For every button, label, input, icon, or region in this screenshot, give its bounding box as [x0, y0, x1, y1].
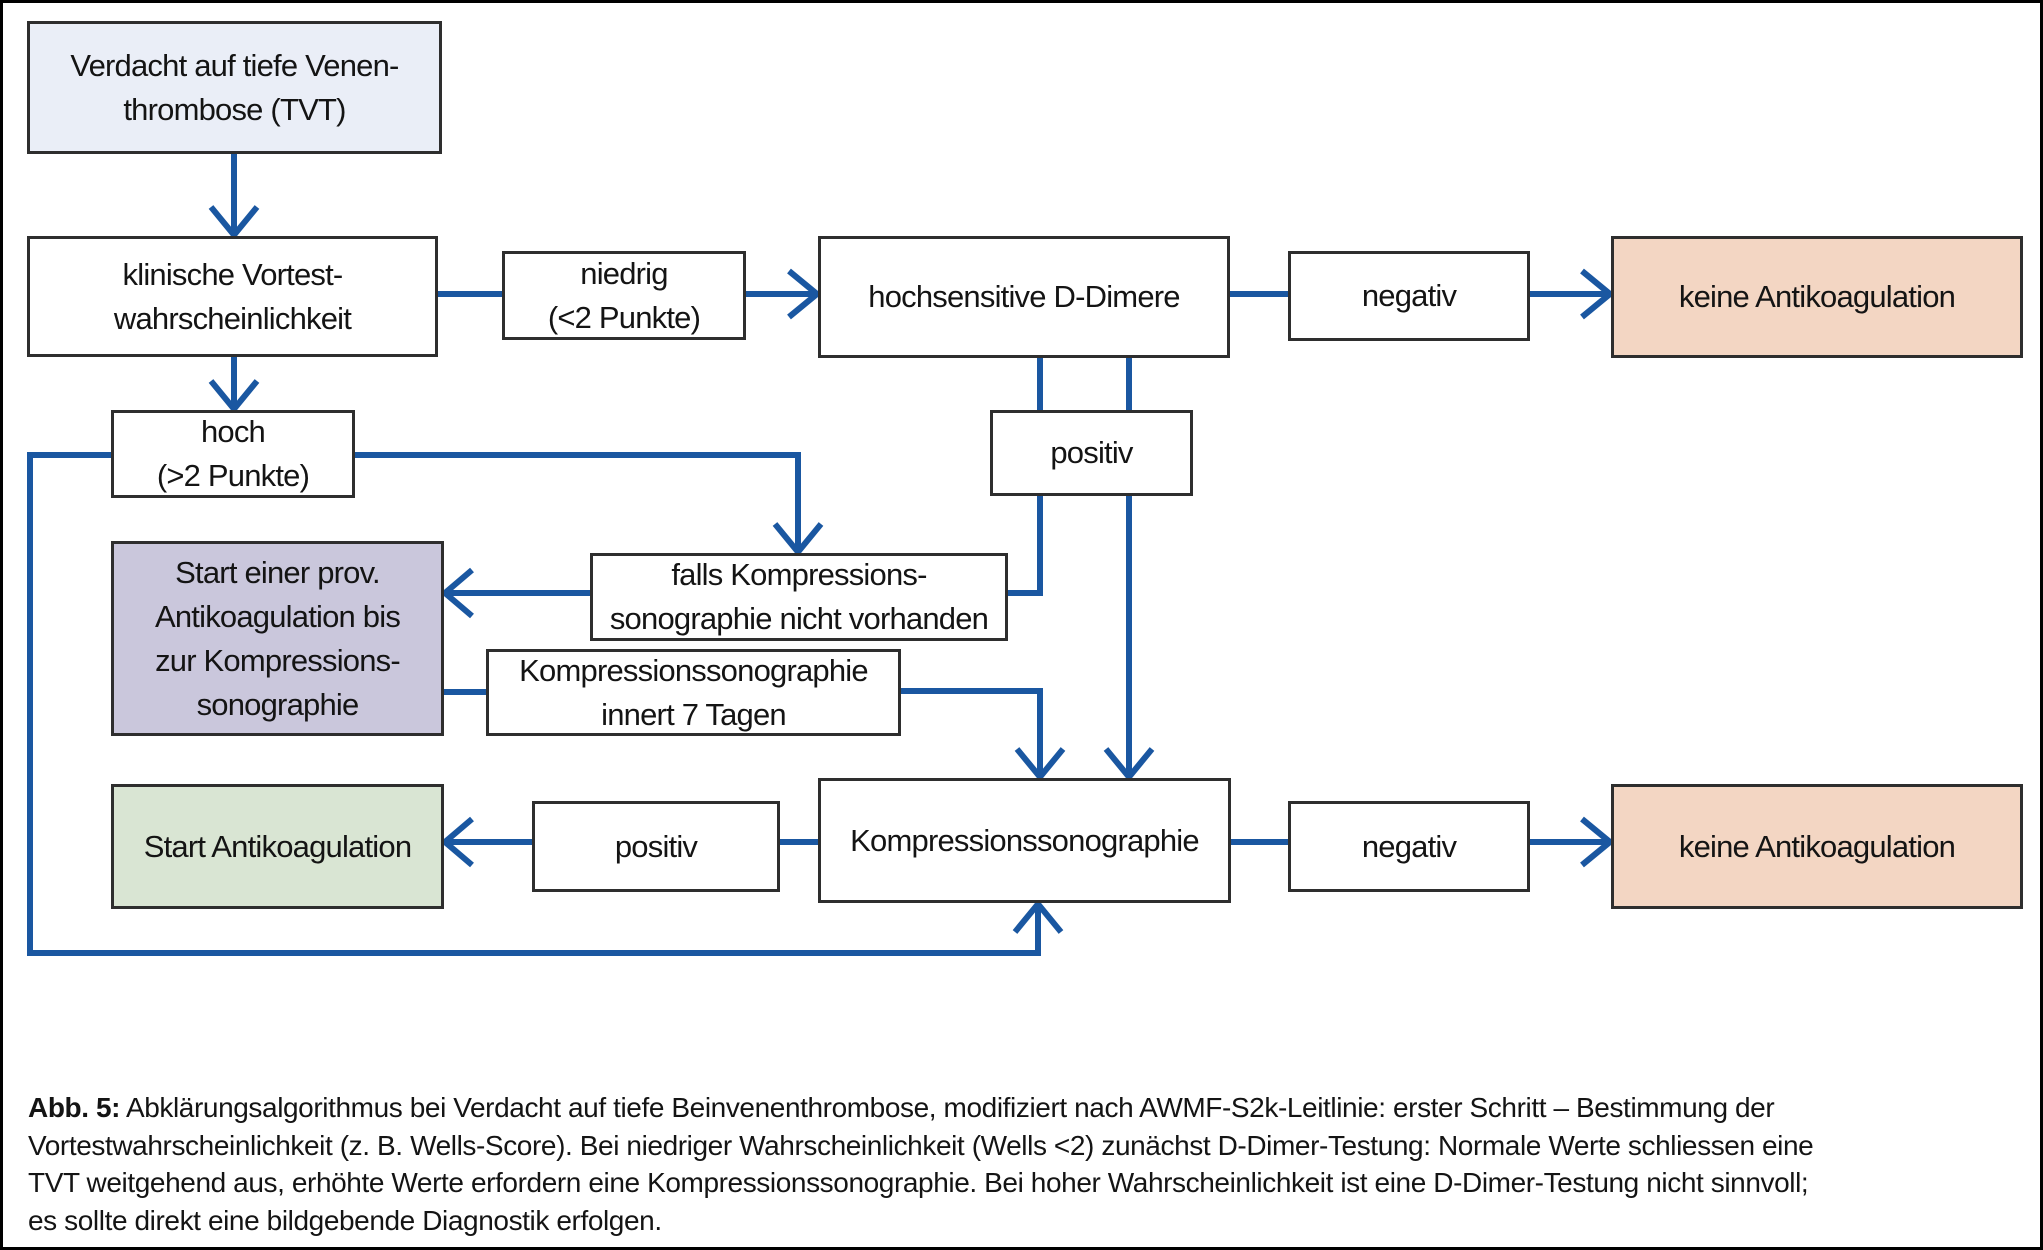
- flow-connectors: [27, 154, 1615, 956]
- arrow-positiv-to-start-antikoagulation: [440, 816, 532, 868]
- node-hochsensitive-d-dimere: hochsensitive D-Dimere: [818, 236, 1230, 358]
- arrow-negativ-to-keine-antikoagulation-bottom: [1530, 816, 1615, 868]
- caption-line-1: Abb. 5: Abklärungsalgorithmus bei Verdac…: [28, 1089, 2038, 1127]
- node-verdacht-tvt: Verdacht auf tiefe Venen- thrombose (TVT…: [27, 21, 442, 154]
- arrow-falls-box-to-prov-antikoagulation: [440, 567, 590, 619]
- arrow-positiv-to-kompressionssonographie: [1103, 496, 1155, 782]
- node-negativ-top: negativ: [1288, 251, 1530, 341]
- node-positiv-d-dimere: positiv: [990, 410, 1193, 496]
- node-positiv-sonographie: positiv: [532, 801, 780, 892]
- caption-line-4: es sollte direkt eine bildgebende Diagno…: [28, 1204, 662, 1236]
- caption-figure-label: Abb. 5:: [28, 1092, 121, 1123]
- arrow-negativ-to-keine-antikoagulation: [1530, 268, 1615, 320]
- arrow-hoch-to-falls-box: [355, 452, 824, 557]
- caption-line-3: TVT weitgehend aus, erhöhte Werte erford…: [28, 1167, 1809, 1198]
- node-start-prov-antikoagulation: Start einer prov. Antikoagulation bis zu…: [111, 541, 444, 736]
- node-niedrig-unter-2-punkte: niedrig (<2 Punkte): [502, 251, 746, 340]
- caption-line-1-text: Abklärungsalgorithmus bei Verdacht auf t…: [125, 1092, 1775, 1123]
- arrow-innert-7-tagen-to-kompressionssonographie: [901, 688, 1066, 782]
- node-falls-kompressionssonographie-nicht-vorhanden: falls Kompressions- sonographie nicht vo…: [590, 553, 1008, 641]
- arrow-klinische-to-hoch: [208, 357, 260, 414]
- node-hoch-ueber-2-punkte: hoch (>2 Punkte): [111, 410, 355, 498]
- node-klinische-vortestwahrscheinlichkeit: klinische Vortest- wahrscheinlichkeit: [27, 236, 438, 357]
- arrow-verdacht-to-klinische: [208, 154, 260, 240]
- node-start-antikoagulation: Start Antikoagulation: [111, 784, 444, 909]
- arrow-hoch-loop-to-kompressionssonographie: [27, 452, 1064, 956]
- node-kompressionssonographie-innert-7-tagen: Kompressionssonographie innert 7 Tagen: [486, 649, 901, 736]
- figure-caption: Abb. 5: Abklärungsalgorithmus bei Verdac…: [28, 1089, 2038, 1239]
- caption-line-2: Vortestwahrscheinlichkeit (z. B. Wells-S…: [28, 1129, 1814, 1161]
- line-positiv-to-falls-box: [1008, 496, 1043, 596]
- node-keine-antikoagulation-top: keine Antikoagulation: [1611, 236, 2023, 358]
- arrow-niedrig-to-ddimere: [746, 268, 822, 320]
- node-negativ-bottom: negativ: [1288, 801, 1530, 892]
- node-kompressionssonographie: Kompressionssonographie: [818, 778, 1231, 903]
- node-keine-antikoagulation-bottom: keine Antikoagulation: [1611, 784, 2023, 909]
